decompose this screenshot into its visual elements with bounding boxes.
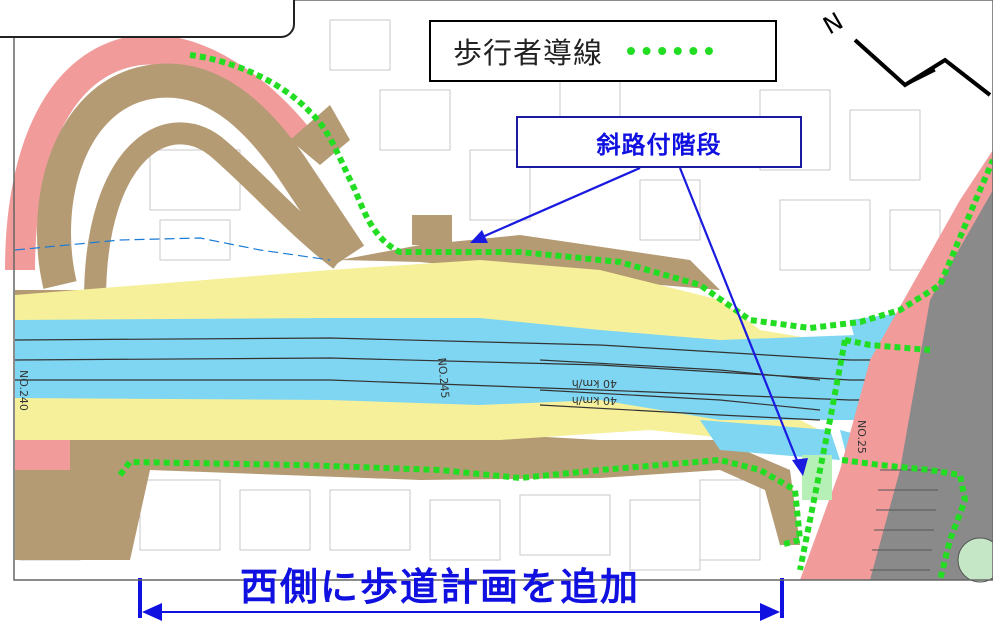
title-box-corner (0, 0, 295, 38)
bottom-annotation: 西側に歩道計画を追加 (240, 565, 641, 609)
legend: 歩行者導線 (429, 20, 777, 82)
ramp-southeast (700, 420, 840, 460)
rail-corridor (870, 190, 993, 580)
survey-line (14, 237, 331, 261)
north-arrow-icon: N (818, 7, 992, 97)
callout-box: 斜路付階段 (516, 116, 802, 168)
arrowhead-plaza (792, 458, 808, 476)
road-label-right: NO.25 (855, 420, 868, 454)
arrowhead-stairs (470, 230, 488, 243)
callout-arrows (479, 166, 802, 469)
dotted-line-icon (627, 47, 714, 55)
loop-ramp (37, 63, 365, 289)
extent-bracket (138, 578, 784, 621)
highway-south-lanes (15, 390, 820, 445)
map-frame (13, 0, 993, 581)
legend-label: 歩行者導線 (453, 36, 604, 70)
north-letter: N (818, 7, 848, 40)
sidewalk-west-corner (15, 440, 70, 470)
loop-ramp-inner (84, 122, 347, 301)
lane-label-2: 40 km/h (572, 394, 617, 407)
stair-structure (412, 215, 452, 245)
green-roundabout (957, 537, 993, 583)
road-label-left: NO.240 (17, 370, 30, 411)
road-label-center: NO.245 (435, 357, 452, 399)
elevated-viaduct (15, 318, 993, 420)
callout-label: 斜路付階段 (596, 130, 722, 159)
sidewalk-band-northwest (5, 34, 312, 271)
pedestrian-route (117, 52, 993, 581)
lane-label-1: 40 km/h (572, 377, 617, 390)
rail-ties (870, 469, 940, 571)
